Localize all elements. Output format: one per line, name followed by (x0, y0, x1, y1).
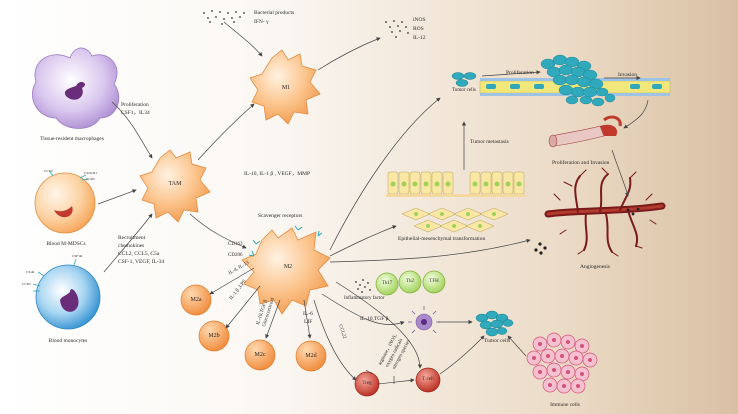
th2-label: Th2 (405, 279, 415, 284)
label-proliferation-1: Proliferation (121, 102, 149, 108)
label-recruitment-3: CCL2, CCL5, C5a (118, 251, 160, 257)
label-prolif-invasion: Proliferation and Invasion (552, 160, 610, 166)
label-blood-monocytes: Blood monocytes (48, 338, 88, 344)
m2c-label: M2c (254, 352, 266, 358)
label-il10tgf2: IL-10,TGF β (360, 316, 389, 322)
label-scavenger: Scavenger receptors (258, 213, 303, 219)
tam-cell (139, 149, 211, 223)
label-il6: IL-6 (303, 311, 313, 317)
pathway-arrows (97, 21, 649, 385)
label-recruitment-1: Recruitment (118, 235, 146, 241)
treg-label: Treg (362, 381, 372, 386)
label-lif: LIF (304, 319, 313, 325)
inflammatory-cell (408, 306, 440, 334)
invasion-vessel (548, 115, 622, 148)
immune-cells-cluster (526, 332, 598, 394)
tissue-macrophage-cell (31, 47, 120, 129)
inos-dots (385, 20, 409, 38)
label-tumor-metastasis: Tumor metastasis (470, 139, 509, 145)
label-immune-cells: Immune cells (550, 402, 580, 408)
th2-cell (398, 270, 422, 294)
m2-label: M2 (283, 264, 293, 270)
bacterial-products-dots (203, 10, 245, 25)
m2-cell (241, 225, 331, 315)
angiogenesis-vessel (544, 167, 666, 257)
label-cd206: CD206 (228, 253, 243, 258)
label-ccr5b: CCR5 (22, 282, 31, 286)
epithelial-layer (386, 171, 526, 233)
m2a-label: M2a (190, 297, 202, 303)
angiogenesis-dots (534, 207, 640, 255)
th17-cell (375, 272, 399, 296)
m2d-cell (295, 340, 327, 372)
label-recruitment-4: CSF-1, VEGF, IL-34 (118, 259, 165, 265)
label-tumor-cells-top: Tumor cells (452, 88, 476, 93)
label-blood-mmdsc: Blood M-MDSCs (46, 241, 86, 247)
label-csf1r: CSF1R (72, 254, 83, 258)
label-ccr5: CCR5 (86, 177, 95, 181)
m2b-label: M2b (208, 333, 220, 339)
t-cell (415, 367, 441, 393)
label-angiogenesis: Angiogenesis (580, 264, 610, 270)
label-cd163: CD163 (228, 242, 243, 247)
tumor-cells-top (451, 72, 477, 87)
m2c-cell (244, 339, 276, 371)
label-proliferation-2: CSF1，IL34 (121, 110, 150, 116)
m2d-label: M2d (305, 353, 317, 359)
inflammatory-dots (355, 279, 371, 293)
label-emt: Epithelial-mesenchymal transformation (398, 236, 486, 242)
label-il12: IL-12 (413, 35, 426, 41)
label-inos: iNOS (413, 17, 426, 23)
m2a-cell (180, 284, 212, 316)
label-c5ar: C5aR (26, 270, 34, 274)
label-cx3cr1: CX3CR1 (84, 171, 98, 175)
label-invasion: Invasion (618, 72, 637, 78)
label-proliferation: Proliferation (506, 70, 534, 76)
tfh-cell (422, 270, 446, 294)
tumor-mass (540, 54, 616, 107)
label-ccr2: CCR2 (44, 169, 53, 173)
mmdsc-cell (34, 171, 96, 234)
tcell-label: T cell (422, 377, 434, 382)
label-tissue-macrophages: Tissue-resident macrophages (40, 136, 104, 142)
label-bacterial-1: Bacterial products (254, 10, 295, 16)
tfh-label: TFH (429, 279, 439, 284)
m1-cell (249, 49, 321, 125)
label-inflammatory: Inflammatory factor (344, 296, 385, 301)
tumor-cells-cluster (475, 310, 514, 337)
label-cytokines: IL-10, IL-1 β , VEGF，MMP (244, 171, 311, 177)
m1-label: M1 (281, 85, 291, 91)
label-recruitment-2: chemokines (118, 243, 145, 249)
m2b-cell (198, 320, 230, 352)
tam-label: TAM (168, 181, 182, 187)
monocyte-cell (32, 258, 101, 330)
label-tumor-cells: Tumor cells (483, 338, 511, 344)
th17-label: Th17 (381, 281, 393, 286)
label-ros: ROS (413, 26, 424, 32)
label-bacterial-2: IFN- γ (254, 19, 269, 25)
